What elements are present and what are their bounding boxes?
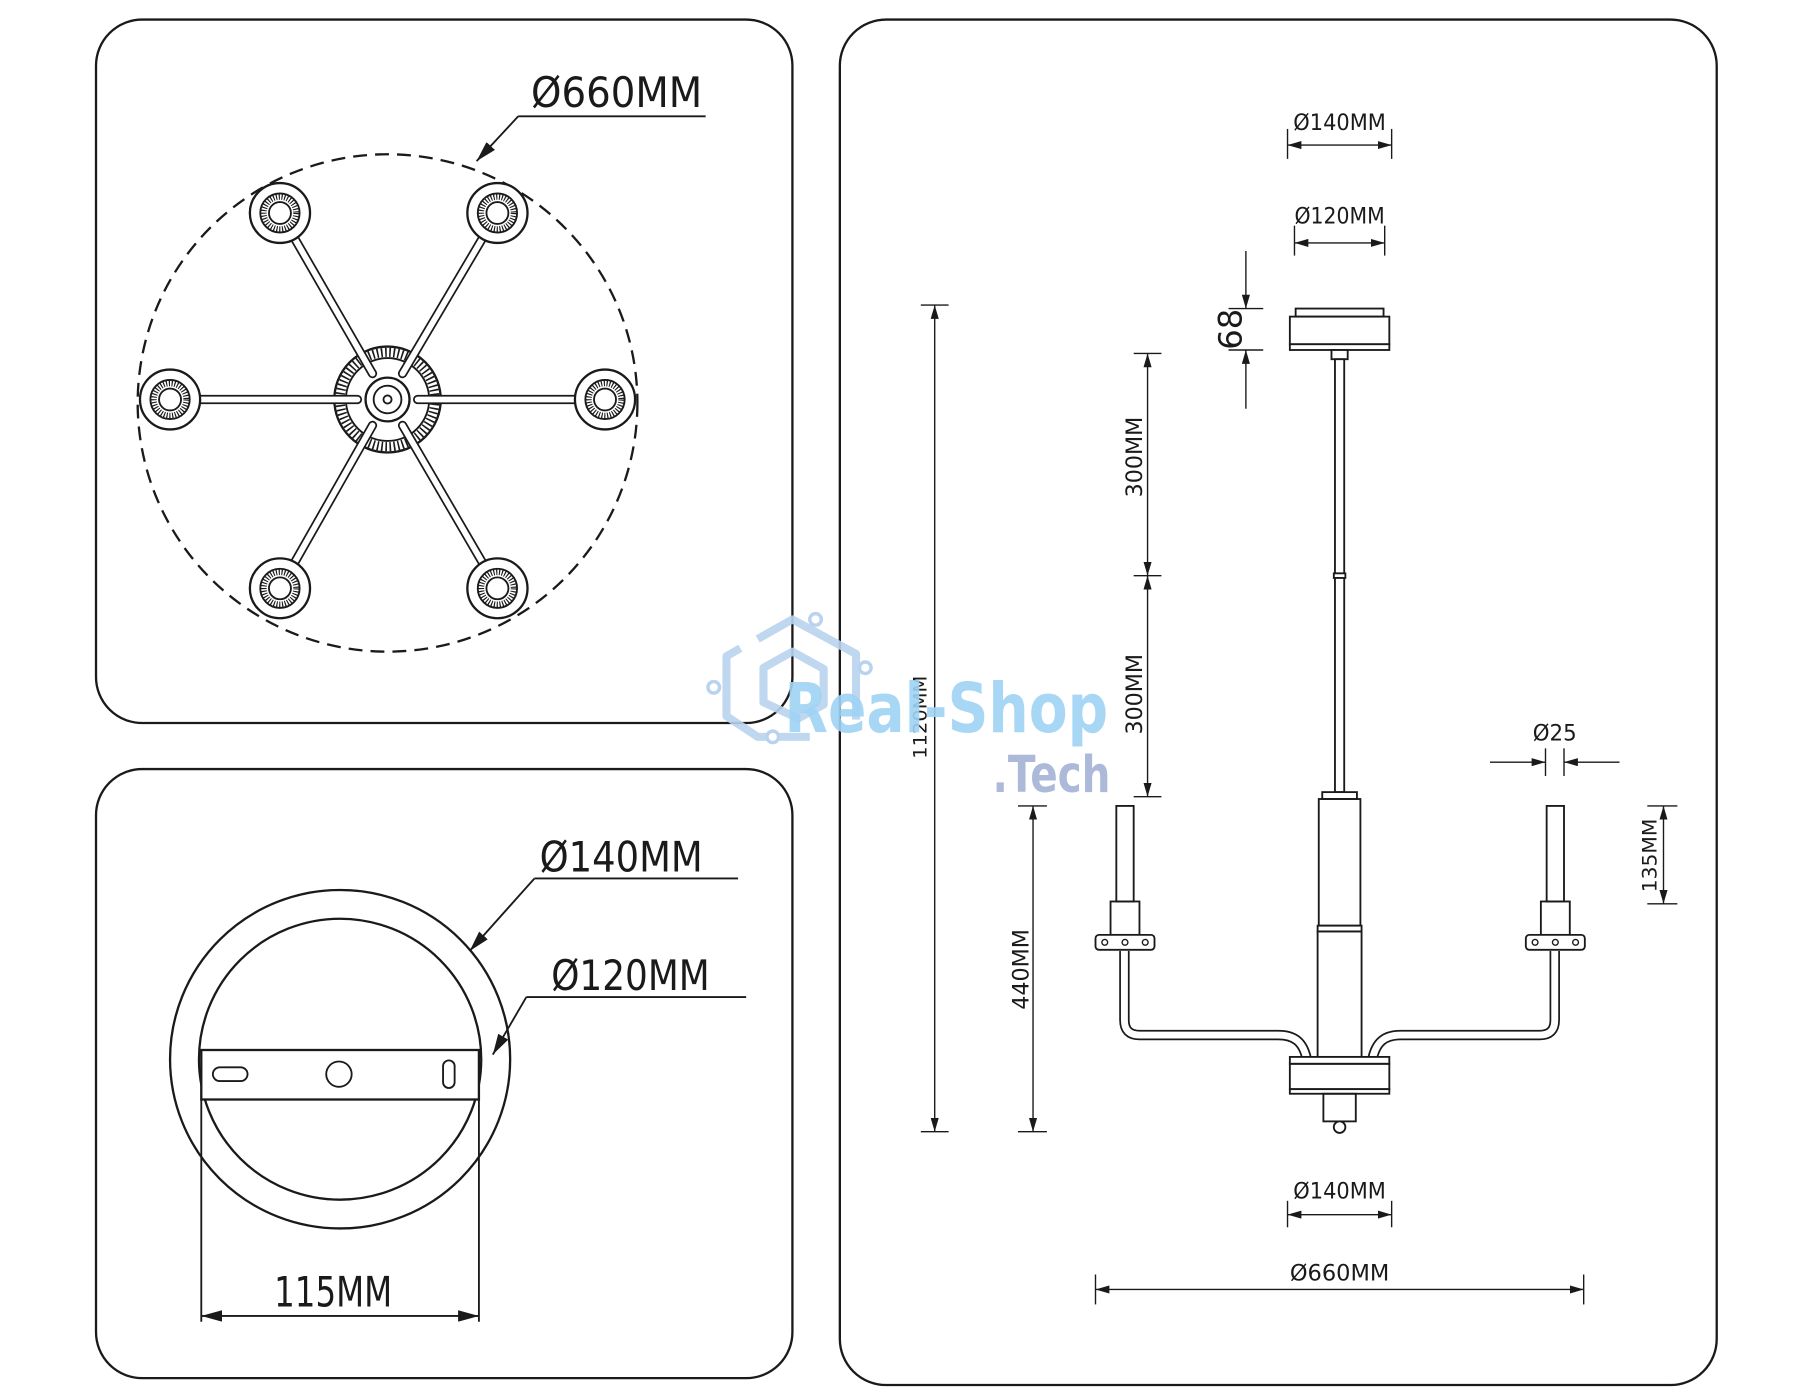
candle-tube-right [1545, 805, 1565, 903]
dim-canopy-inner-label: Ø120MM [1294, 204, 1384, 229]
top-view-diameter-label: Ø660MM [531, 68, 702, 117]
bottom-finial [1332, 1120, 1347, 1134]
candle-tube-left [1115, 805, 1135, 903]
canopy-outer-diameter-label: Ø140MM [540, 833, 703, 882]
dim-candle-height: 135MM [1639, 805, 1678, 905]
dim-rod-upper: 300MM [1123, 352, 1162, 577]
candle-holder-left [1094, 805, 1156, 951]
dim-rod-lower-label: 300MM [1123, 654, 1148, 735]
dim-candle-diameter: Ø25 [1489, 721, 1620, 776]
span-dashed-circle [136, 153, 639, 653]
side-view-panel: Ø140MM Ø120MM 68 300MM [838, 18, 1718, 1387]
watermark-logo-icon [706, 611, 873, 745]
dim-canopy-outer: Ø140MM [1286, 111, 1393, 159]
canopy-inner-leader-arrow [492, 996, 528, 1056]
top-view-panel: Ø660MM [94, 18, 794, 725]
hub-center [364, 376, 411, 423]
side-view-frame [838, 18, 1718, 1387]
mounting-plate-bar [200, 1048, 481, 1101]
plate-slot-horizontal [211, 1066, 249, 1083]
candle-holder-right [1524, 805, 1586, 951]
dim-body-height: 440MM [1009, 805, 1047, 1133]
plate-width-label: 115MM [274, 1268, 392, 1317]
candle-drip-plate-left [1094, 933, 1156, 951]
dim-rod-lower: 300MM [1123, 575, 1162, 798]
watermark: Real-Shop .Tech [706, 611, 1111, 804]
dim-canopy-inner: Ø120MM [1293, 204, 1386, 256]
cup-right [573, 368, 637, 431]
cup-bottom-right [466, 557, 529, 620]
dim-body-height-label: 440MM [1009, 929, 1034, 1010]
canopy-outer-circle [168, 888, 512, 1230]
dim-base-diameter: Ø140MM [1286, 1180, 1393, 1228]
suspension-rod [1330, 349, 1349, 794]
dim-canopy-height: 68 [1211, 250, 1264, 409]
dim-candle-height-label: 135MM [1639, 819, 1662, 893]
dim-candle-diameter-label: Ø25 [1533, 721, 1577, 746]
body-top-collar [1321, 791, 1358, 800]
rod-upper-section [1334, 358, 1346, 575]
canopy-top-band [1294, 307, 1385, 318]
dim-overall-span-label: Ø660MM [1290, 1261, 1389, 1286]
dim-base-diameter-label: Ø140MM [1293, 1180, 1386, 1205]
canopy-outer-leader-arrow [468, 877, 536, 952]
watermark-brand-text: Real-Shop [784, 669, 1108, 749]
watermark-suffix-text: .Tech [993, 745, 1111, 804]
dim-total-height: 1120MM [911, 304, 949, 1133]
dim-overall-span: Ø660MM [1094, 1261, 1585, 1305]
mounting-plate [200, 1048, 481, 1101]
candle-drip-plate-right [1524, 933, 1586, 951]
central-body [1316, 791, 1363, 1058]
side-arm-right [1366, 950, 1560, 1063]
top-view-frame [94, 18, 794, 725]
dim-canopy-height-label: 68 [1211, 309, 1249, 350]
rod-connector [1330, 349, 1349, 361]
cup-top-left [248, 181, 312, 245]
arm-bottom-right [397, 420, 503, 593]
side-arm-left [1119, 950, 1313, 1063]
base-cup-top-band [1288, 1055, 1391, 1065]
canopy-view-panel: 115MM Ø140MM Ø120MM [94, 767, 794, 1380]
dim-rod-upper-label: 300MM [1123, 417, 1148, 498]
side-base-cup [1288, 1055, 1391, 1134]
plate-center-hole [325, 1060, 353, 1088]
arm-bottom-left [275, 420, 378, 593]
dim-canopy-outer-label: Ø140MM [1293, 111, 1386, 136]
dim-total-height-label: 1120MM [911, 676, 932, 759]
rod-lower-section [1334, 577, 1346, 794]
canopy-inner-circle [197, 917, 483, 1201]
cup-left [138, 368, 202, 431]
top-view-leader-arrow [475, 115, 519, 162]
cup-bottom-left [248, 557, 312, 620]
cup-top-right [466, 181, 529, 245]
canopy-inner-diameter-label: Ø120MM [551, 951, 709, 1000]
plate-slot-vertical [442, 1059, 456, 1089]
